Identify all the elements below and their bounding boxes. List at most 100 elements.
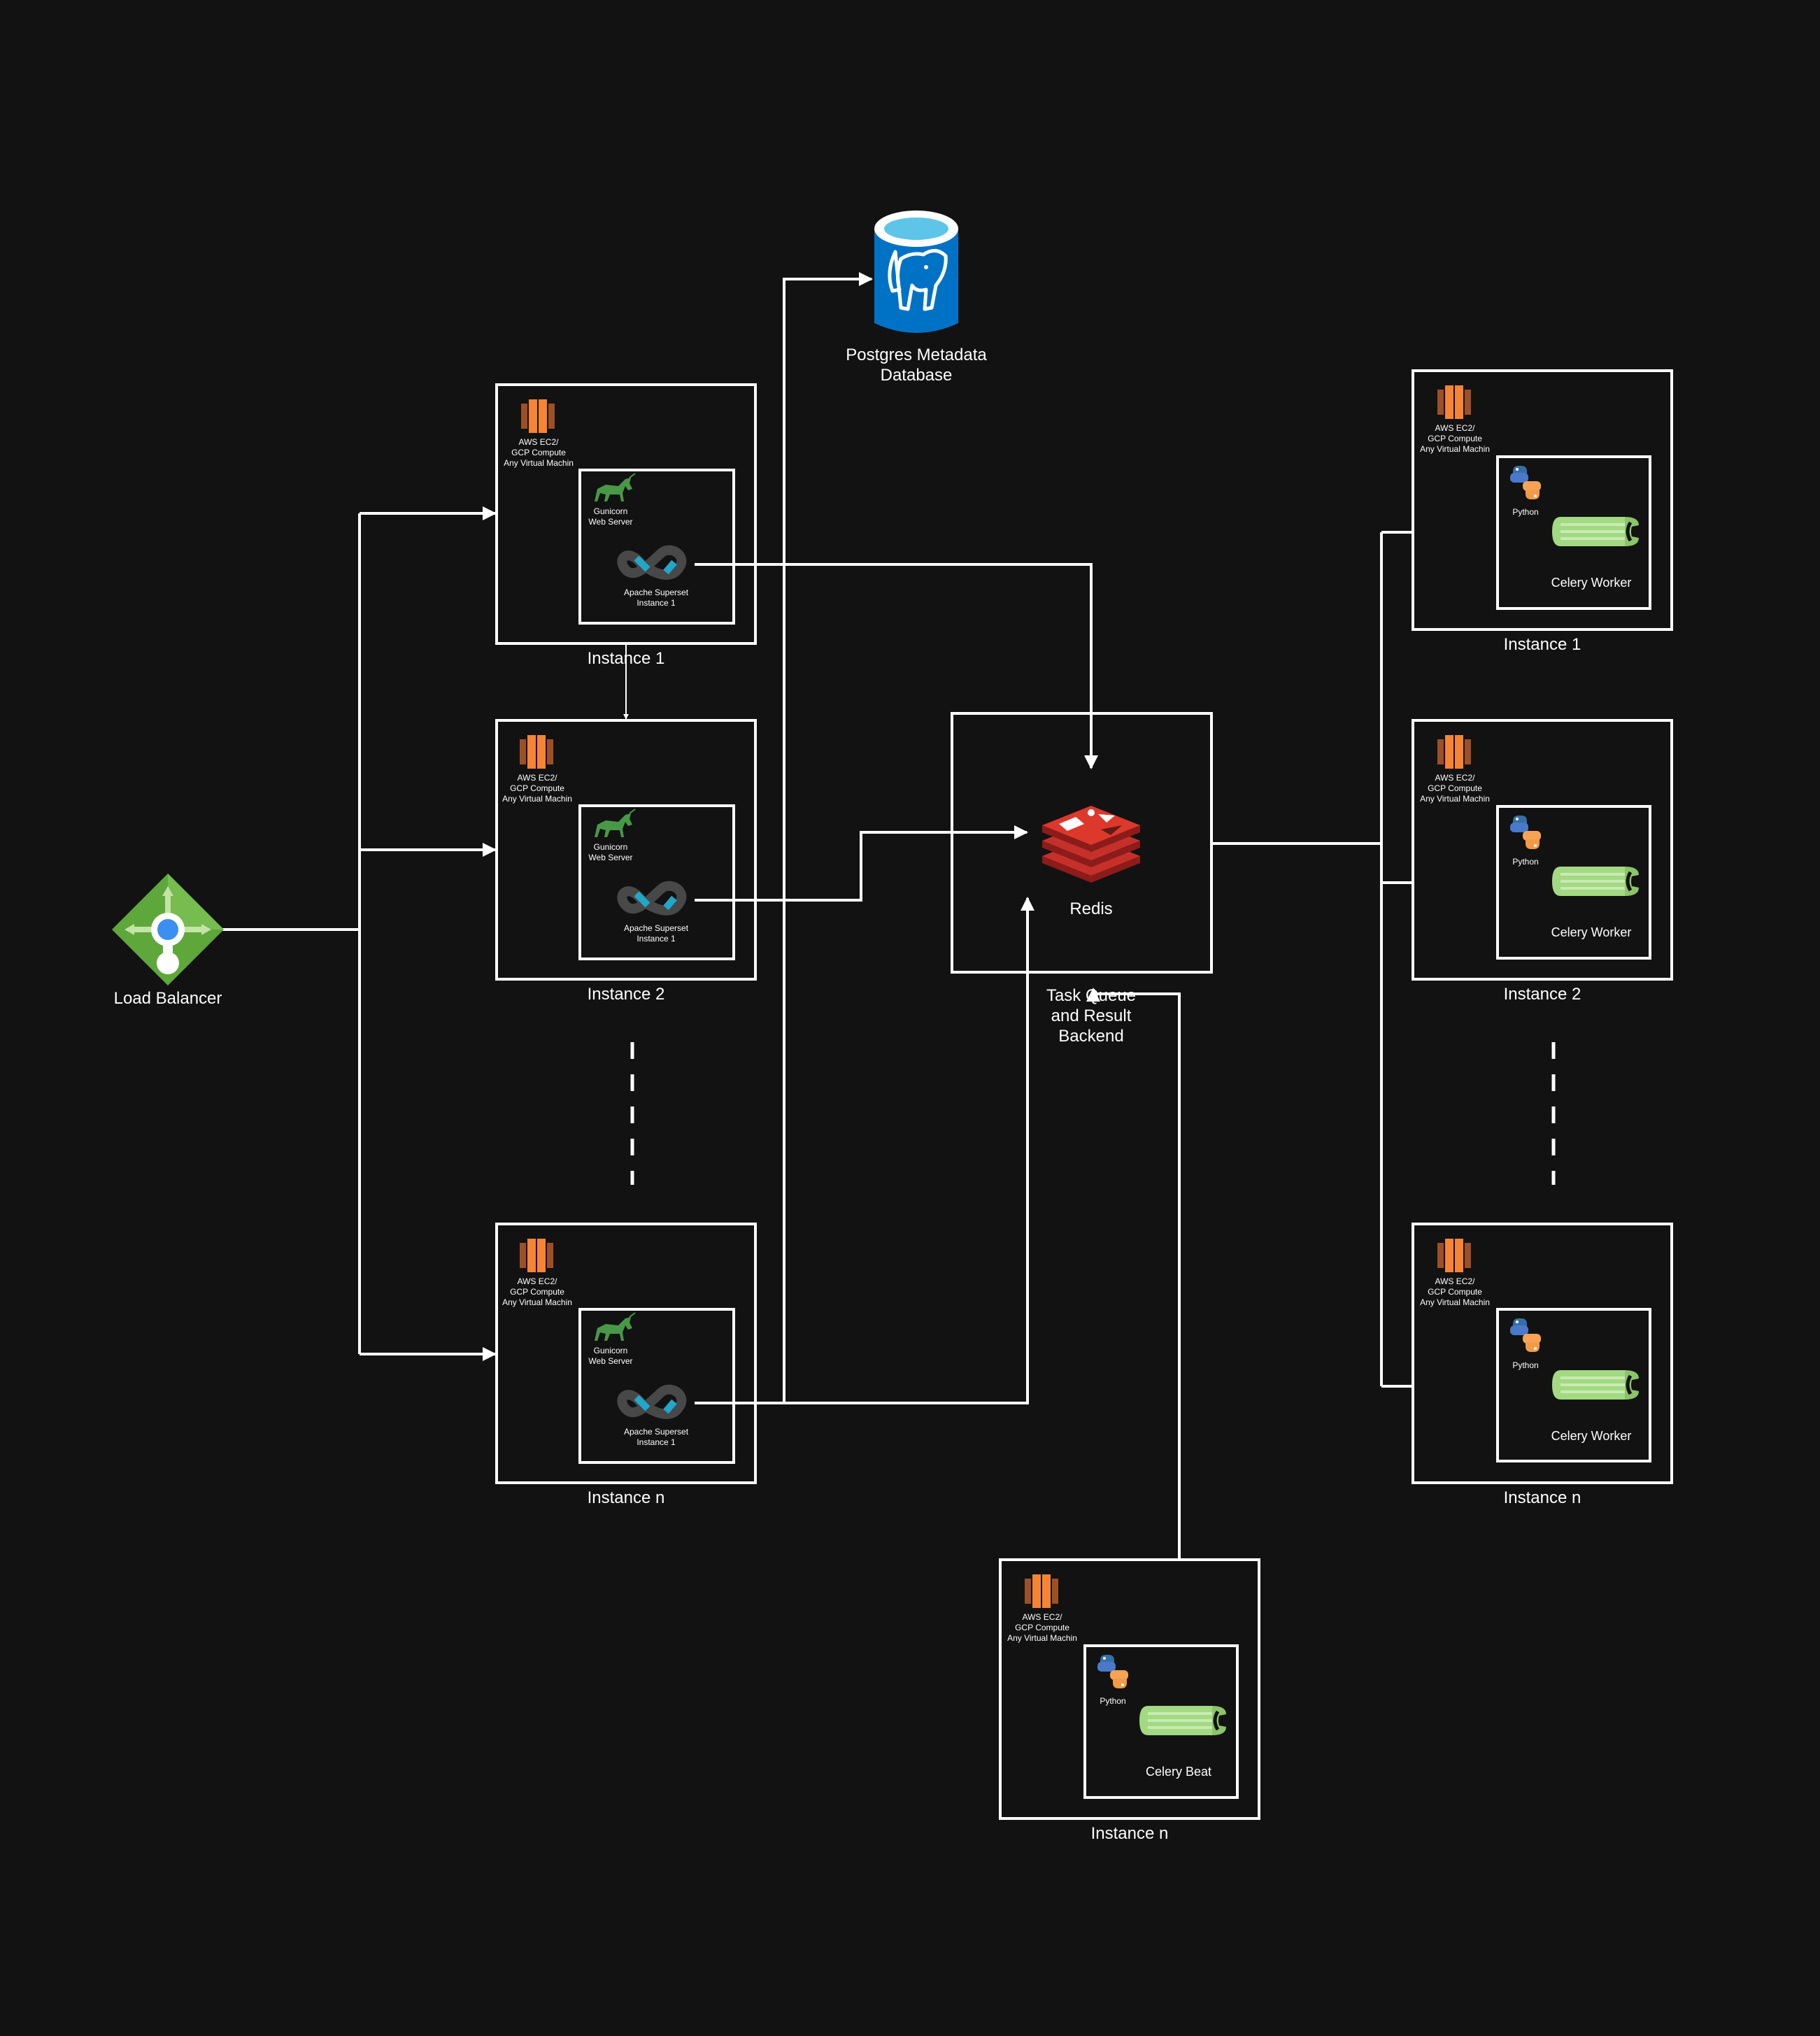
- ec2-icon: [521, 399, 555, 433]
- gunicorn-label-line1: Gunicorn: [593, 506, 628, 516]
- supersetn-to-redis: [695, 897, 1035, 1404]
- postgres-database-icon: [874, 211, 958, 333]
- vm-label-line1: AWS EC2/: [1435, 773, 1475, 783]
- vm-label-line1: AWS EC2/: [517, 1276, 557, 1286]
- gunicorn-label: Gunicorn Web Server: [576, 842, 646, 863]
- vm-label-line3: Any Virtual Machin: [1420, 1297, 1490, 1307]
- vm-label-line2: GCP Compute: [510, 783, 564, 793]
- redis-caption-line3: Backend: [1058, 1026, 1124, 1046]
- python-icon: [1510, 466, 1541, 499]
- web-instance-2-box: [495, 719, 757, 981]
- superset-label-line1: Apache Superset: [623, 923, 689, 933]
- web-instance-2-name: Instance 2: [587, 985, 665, 1004]
- postgres-label-line2: Database: [880, 365, 953, 385]
- ec2-icon: [520, 735, 553, 769]
- celery-icon: [1552, 1370, 1639, 1400]
- python-icon: [1510, 1318, 1541, 1352]
- ec2-icon: [520, 1239, 553, 1272]
- superset-label-line1: Apache Superset: [623, 588, 689, 597]
- vm-label: AWS EC2/ GCP Compute Any Virtual Machin: [488, 1276, 586, 1308]
- load-balancer-icon: [112, 874, 224, 985]
- python-label: Python: [1100, 1696, 1126, 1706]
- celery-icon: [1552, 517, 1639, 546]
- vm-label-line1: AWS EC2/: [1435, 1276, 1475, 1286]
- web-instance-n-box: [495, 1223, 757, 1484]
- gunicorn-icon: [594, 809, 636, 838]
- vm-label-line3: Any Virtual Machin: [1007, 1633, 1077, 1643]
- superset-icon: [622, 1390, 681, 1414]
- ec2-icon: [1437, 385, 1471, 419]
- beat-instance-box: [999, 1558, 1260, 1820]
- superset-label-line2: Instance 1: [637, 598, 676, 608]
- vm-label-line2: GCP Compute: [1428, 783, 1482, 793]
- gunicorn-label-line1: Gunicorn: [593, 842, 628, 852]
- redis-caption-line2: and Result: [1051, 1006, 1132, 1025]
- supersetn-to-postgres: [783, 272, 873, 1403]
- beat-instance-name: Instance n: [1090, 1824, 1169, 1843]
- worker-instance-2-box: [1412, 719, 1673, 981]
- redis-caption-line1: Task Queue: [1046, 986, 1137, 1005]
- gunicorn-label-line1: Gunicorn: [593, 1346, 628, 1355]
- superset-label: Apache Superset Instance 1: [607, 1427, 705, 1448]
- celery-worker-label: Celery Worker: [1551, 1429, 1632, 1443]
- celery-beat-label: Celery Beat: [1145, 1765, 1212, 1779]
- python-icon: [1097, 1655, 1128, 1688]
- redis-icon: [1042, 806, 1140, 883]
- redis-box: [951, 712, 1213, 974]
- vm-label-line2: GCP Compute: [511, 448, 566, 457]
- celery-worker-label: Celery Worker: [1551, 576, 1632, 590]
- connectors: [222, 272, 1413, 1560]
- superset-label-line2: Instance 1: [637, 934, 676, 944]
- redis-caption: Task Queue and Result Backend: [1007, 986, 1175, 1046]
- web-instance-n-name: Instance n: [587, 1488, 665, 1507]
- celery-icon: [1552, 867, 1639, 896]
- redis-to-workers: [1211, 531, 1413, 1388]
- postgres-label-line1: Postgres Metadata: [846, 346, 987, 364]
- ec2-icon: [1437, 735, 1471, 769]
- vm-label-line2: GCP Compute: [1015, 1623, 1069, 1632]
- vm-label-line2: GCP Compute: [510, 1287, 564, 1297]
- vm-label: AWS EC2/ GCP Compute Any Virtual Machin: [1406, 773, 1504, 804]
- worker-instance-1-name: Instance 1: [1503, 635, 1581, 654]
- celery-worker-label: Celery Worker: [1551, 925, 1632, 939]
- superset-label: Apache Superset Instance 1: [607, 588, 705, 608]
- worker-instance-1-box: [1412, 369, 1673, 631]
- gunicorn-label: Gunicorn Web Server: [576, 1346, 646, 1367]
- vm-label-line3: Any Virtual Machin: [502, 794, 572, 804]
- worker-instance-n-name: Instance n: [1503, 1488, 1581, 1507]
- python-label: Python: [1512, 857, 1539, 867]
- ec2-icon: [1437, 1239, 1471, 1272]
- vm-label: AWS EC2/ GCP Compute Any Virtual Machin: [1406, 1276, 1504, 1308]
- gunicorn-icon: [594, 1312, 636, 1341]
- vm-label-line1: AWS EC2/: [518, 437, 559, 447]
- web-instance-1-name: Instance 1: [587, 649, 665, 668]
- python-label: Python: [1512, 507, 1539, 517]
- vm-label-line3: Any Virtual Machin: [502, 1297, 572, 1307]
- vm-label-line3: Any Virtual Machin: [504, 458, 574, 468]
- superset2-to-redis: [695, 825, 1028, 902]
- worker-instance-n-box: [1412, 1223, 1673, 1484]
- gunicorn-label-line2: Web Server: [588, 1356, 633, 1366]
- gunicorn-label: Gunicorn Web Server: [576, 506, 646, 527]
- celery-icon: [1139, 1706, 1226, 1735]
- vm-label: AWS EC2/ GCP Compute Any Virtual Machin: [488, 773, 586, 804]
- superset1-to-redis: [695, 563, 1098, 769]
- beat-to-redis: [1086, 988, 1181, 1560]
- vm-label: AWS EC2/ GCP Compute Any Virtual Machin: [993, 1612, 1091, 1644]
- load-balancer-label: Load Balancer: [113, 989, 222, 1008]
- gunicorn-label-line2: Web Server: [588, 853, 633, 862]
- gunicorn-icon: [594, 473, 636, 502]
- superset-icon: [622, 886, 681, 911]
- vm-label-line1: AWS EC2/: [1022, 1612, 1062, 1622]
- postgres-label: Postgres Metadata Database: [811, 346, 1021, 386]
- vm-label-line1: AWS EC2/: [517, 773, 557, 783]
- python-label: Python: [1512, 1360, 1539, 1370]
- vm-label-line3: Any Virtual Machin: [1420, 794, 1490, 804]
- vm-label-line3: Any Virtual Machin: [1420, 444, 1490, 454]
- superset-label: Apache Superset Instance 1: [607, 923, 705, 944]
- superset-label-line2: Instance 1: [637, 1437, 676, 1447]
- lb-trunk: [222, 513, 361, 1354]
- vm-label: AWS EC2/ GCP Compute Any Virtual Machin: [1406, 423, 1504, 455]
- vm-label: AWS EC2/ GCP Compute Any Virtual Machin: [490, 437, 588, 469]
